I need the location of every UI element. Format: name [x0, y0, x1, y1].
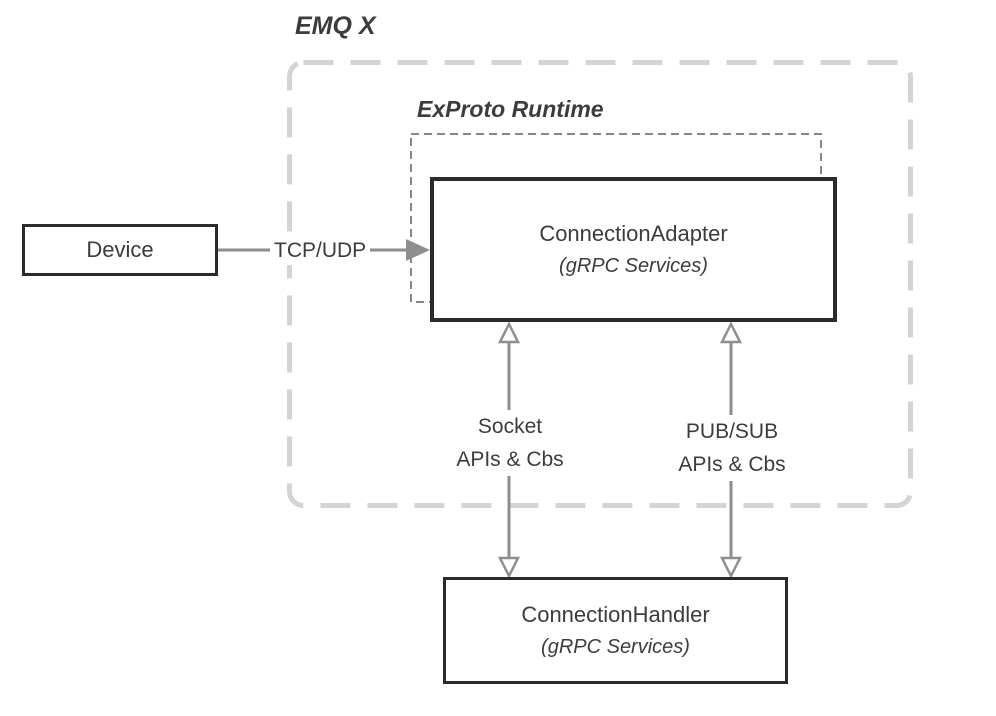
tcp-udp-arrowhead-icon [406, 239, 430, 261]
device-label: Device [86, 237, 154, 262]
socket-apis-label-line2: APIs & Cbs [456, 448, 564, 471]
device-box: Device [22, 224, 218, 276]
socket-apis-label-line1: Socket [477, 415, 543, 438]
exproto-runtime-label: ExProto Runtime [417, 96, 604, 122]
connection-adapter-title: ConnectionAdapter [539, 220, 728, 246]
pubsub-apis-label: PUB/SUB APIs & Cbs [672, 415, 792, 481]
connection-adapter-box: ConnectionAdapter (gRPC Services) [430, 177, 837, 322]
connection-handler-title: ConnectionHandler [521, 601, 710, 627]
connection-adapter-subtitle: (gRPC Services) [559, 254, 708, 277]
connection-handler-box: ConnectionHandler (gRPC Services) [443, 577, 788, 684]
tcp-udp-label: TCP/UDP [270, 236, 371, 265]
pubsub-apis-label-line1: PUB/SUB [685, 420, 779, 443]
socket-arrowhead-up-icon [497, 321, 521, 344]
emqx-boundary [287, 60, 913, 508]
socket-arrowhead-down-icon [497, 556, 521, 579]
pubsub-arrowhead-down-icon [719, 556, 743, 579]
pubsub-arrowhead-up-icon [719, 321, 743, 344]
connection-handler-subtitle: (gRPC Services) [541, 635, 690, 658]
pubsub-apis-label-line2: APIs & Cbs [678, 453, 786, 476]
socket-apis-label: Socket APIs & Cbs [450, 410, 570, 476]
emqx-boundary-label: EMQ X [295, 12, 376, 40]
